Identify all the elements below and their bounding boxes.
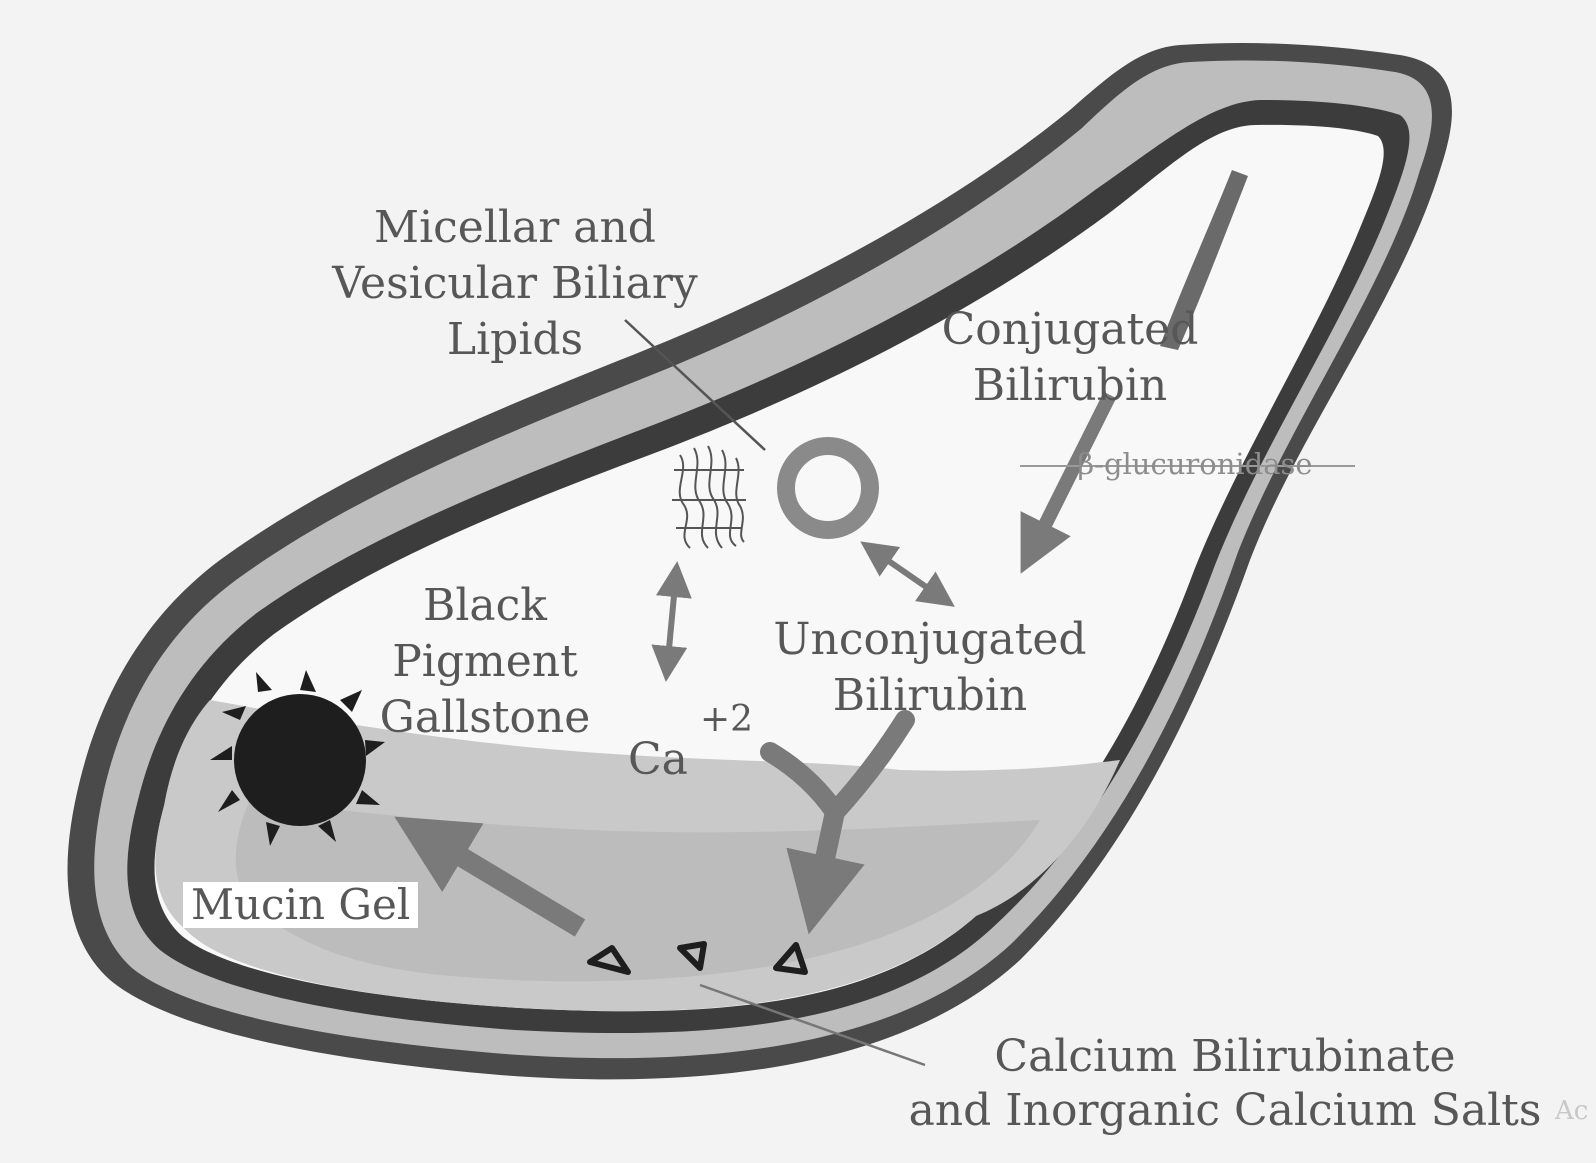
label-line: Micellar and bbox=[300, 200, 730, 256]
label-line: Lipids bbox=[300, 312, 730, 368]
calcium-charge-label: +2 bbox=[700, 702, 753, 738]
label-line: Bilirubin bbox=[760, 668, 1100, 724]
unconjugated-bilirubin-label: Unconjugated Bilirubin bbox=[760, 612, 1100, 724]
calcium-label: Ca bbox=[628, 738, 688, 782]
label-line: Gallstone bbox=[360, 690, 610, 746]
label-line: and Inorganic Calcium Salts bbox=[880, 1084, 1570, 1138]
label-line: Calcium Bilirubinate bbox=[880, 1030, 1570, 1084]
label-line: Pigment bbox=[360, 634, 610, 690]
label-line: Unconjugated bbox=[760, 612, 1100, 668]
mucin-gel-label: Mucin Gel bbox=[183, 882, 418, 928]
beta-glucuronidase-label: β-glucuronidase bbox=[1040, 450, 1350, 479]
calcium-salts-label: Calcium Bilirubinate and Inorganic Calci… bbox=[880, 1030, 1570, 1138]
label-line: Black bbox=[360, 578, 610, 634]
black-pigment-gallstone-label: Black Pigment Gallstone bbox=[360, 578, 610, 746]
conjugated-bilirubin-label: Conjugated Bilirubin bbox=[920, 302, 1220, 414]
label-line: Bilirubin bbox=[920, 358, 1220, 414]
label-line: Conjugated bbox=[920, 302, 1220, 358]
label-line: Vesicular Biliary bbox=[300, 256, 730, 312]
corner-text-fragment: Ac bbox=[1555, 1098, 1588, 1124]
micellar-vesicular-lipids-label: Micellar and Vesicular Biliary Lipids bbox=[300, 200, 730, 368]
